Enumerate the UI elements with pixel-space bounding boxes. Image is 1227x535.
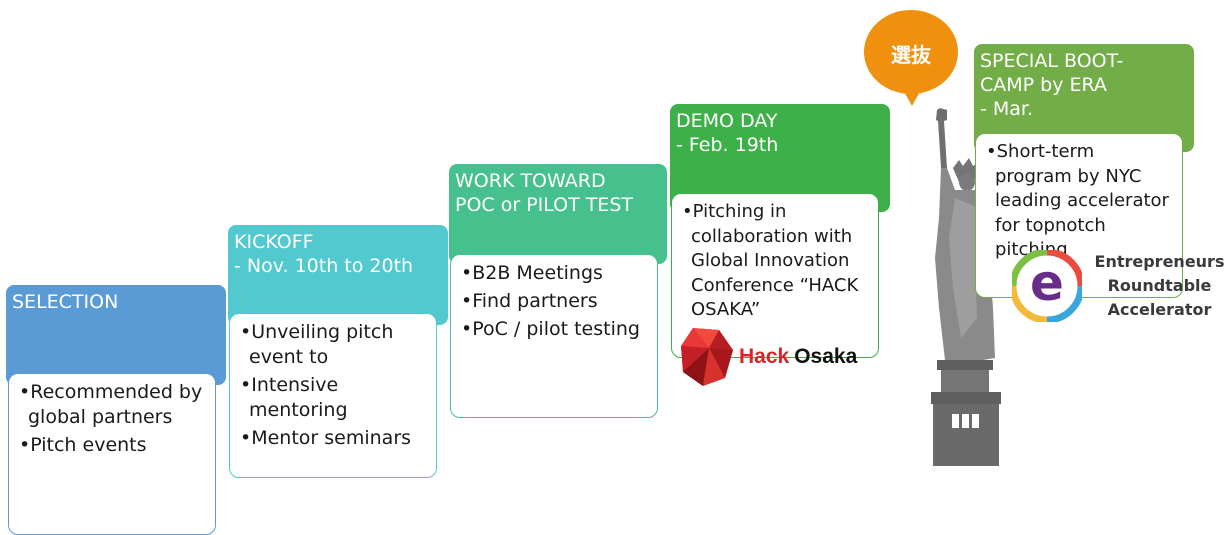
stage-kickoff-body: Unveiling pitch event to Intensive mento… bbox=[229, 313, 437, 478]
stage-demo-title: DEMO DAY bbox=[676, 110, 778, 132]
stage-kickoff-title: KICKOFF bbox=[234, 231, 314, 253]
list-item: Short-term program by NYC leading accele… bbox=[986, 140, 1174, 263]
badge-text: 選抜 bbox=[891, 43, 931, 67]
stage-selection-title: SELECTION bbox=[12, 291, 119, 313]
list-item: Pitch events bbox=[19, 433, 207, 458]
list-item: B2B Meetings bbox=[461, 261, 649, 286]
stage-work-title-2: POC or PILOT TEST bbox=[455, 194, 634, 216]
list-item: Find partners bbox=[461, 289, 649, 314]
list-item: PoC / pilot testing bbox=[461, 317, 649, 342]
era-line-3: Accelerator bbox=[1107, 300, 1212, 319]
stage-special-title-2: CAMP by ERA bbox=[980, 74, 1107, 96]
stage-demo-date: - Feb. 19th bbox=[676, 134, 779, 156]
era-logo: e Entrepreneurs Roundtable Accelerator bbox=[1012, 250, 1227, 325]
era-line-2: Roundtable bbox=[1107, 276, 1212, 295]
list-item: Pitching in collaboration with Global In… bbox=[682, 200, 870, 323]
era-e-letter: e bbox=[1030, 254, 1064, 312]
list-item: Intensive mentoring bbox=[240, 373, 428, 423]
hack-osaka-gem-icon bbox=[681, 328, 733, 386]
stage-work-header: WORK TOWARD POC or PILOT TEST bbox=[449, 164, 667, 264]
list-item: Mentor seminars bbox=[240, 426, 428, 451]
hack-osaka-word-osaka: Osaka bbox=[794, 345, 858, 368]
selection-badge: 選抜 bbox=[862, 8, 960, 108]
era-e-icon bbox=[1012, 250, 1082, 322]
hack-osaka-word-hack: Hack bbox=[739, 345, 790, 368]
stage-kickoff-header: KICKOFF - Nov. 10th to 20th bbox=[228, 225, 448, 325]
stage-special-body: Short-term program by NYC leading accele… bbox=[975, 133, 1183, 298]
era-line-1: Entrepreneurs bbox=[1094, 252, 1225, 271]
list-item: Unveiling pitch event to bbox=[240, 320, 428, 370]
stage-special-title-1: SPECIAL BOOT- bbox=[980, 50, 1124, 72]
stage-work-body: B2B Meetings Find partners PoC / pilot t… bbox=[450, 254, 658, 418]
stage-special-date: - Mar. bbox=[980, 98, 1034, 120]
speech-bubble-icon bbox=[864, 10, 958, 106]
stage-selection-header: SELECTION bbox=[6, 285, 226, 385]
era-wordmark: Entrepreneurs Roundtable Accelerator bbox=[1092, 250, 1227, 322]
stage-demo-body: Pitching in collaboration with Global In… bbox=[671, 193, 879, 358]
stage-selection-body: Recommended by global partners Pitch eve… bbox=[8, 373, 216, 535]
stage-kickoff-date: - Nov. 10th to 20th bbox=[234, 255, 414, 277]
stage-work-title-1: WORK TOWARD bbox=[455, 170, 606, 192]
hack-osaka-logo: Hack Osaka bbox=[679, 326, 857, 388]
list-item: Recommended by global partners bbox=[19, 380, 207, 430]
